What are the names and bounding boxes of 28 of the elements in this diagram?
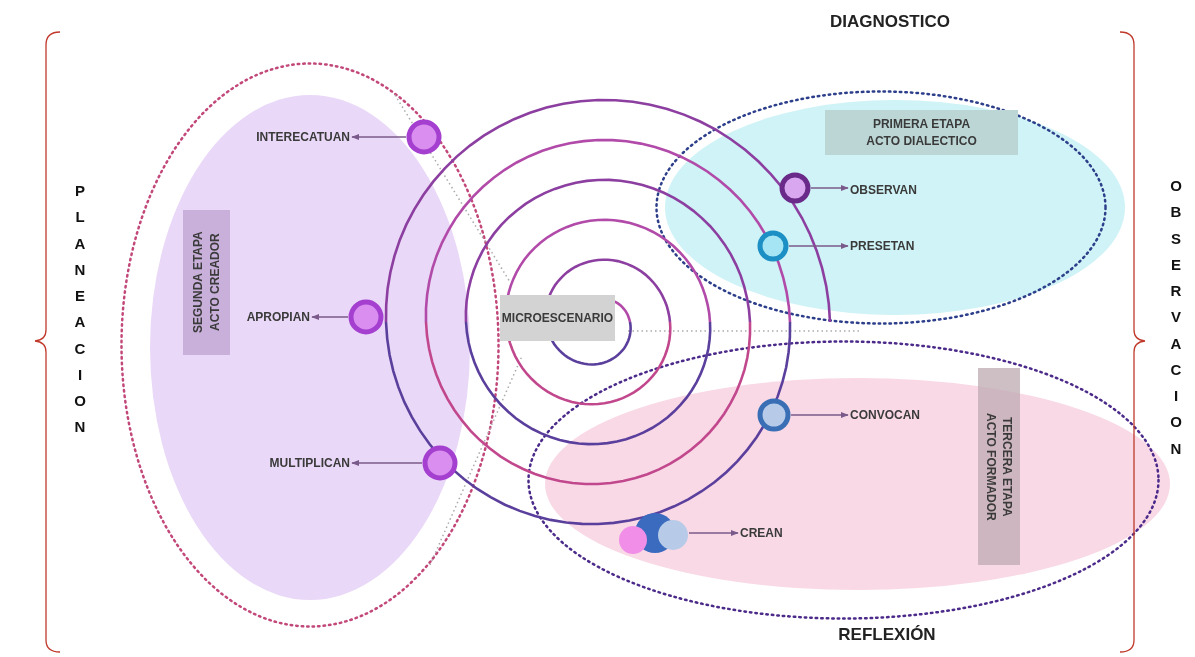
circle-marker: [757, 398, 791, 432]
action-label: MULTIPLICAN: [240, 453, 350, 473]
vertical-label: OBSERVACION: [1170, 176, 1182, 459]
arrow: [351, 459, 423, 467]
region-heading: REFLEXIÓN: [837, 625, 937, 645]
vertical-label: PLANEACION: [74, 181, 86, 438]
stage-tag: TERCERA ETAPA ACTO FORMADOR: [978, 368, 1020, 565]
action-label: OBSERVAN: [850, 180, 940, 200]
action-label: PRESETAN: [850, 236, 940, 256]
circle-marker: [348, 299, 384, 335]
action-label: INTERECATUAN: [240, 127, 350, 147]
arrow: [810, 184, 849, 192]
stage-tag: SEGUNDA ETAPA ACTO CREADOR: [183, 210, 230, 355]
action-label: CONVOCAN: [850, 405, 945, 425]
circle-marker: [757, 230, 789, 262]
circle-marker: [422, 445, 458, 481]
region-heading: DIAGNOSTICO: [829, 12, 951, 32]
arrow: [688, 529, 739, 537]
circle-marker: [779, 172, 811, 204]
action-label: CREAN: [740, 523, 800, 543]
arrow: [788, 242, 849, 250]
arrow: [351, 133, 407, 141]
stage-tag: PRIMERA ETAPA ACTO DIALECTICO: [825, 110, 1018, 155]
arrow: [790, 411, 849, 419]
stage-tag: MICROESCENARIO: [500, 295, 615, 341]
arrow: [311, 313, 349, 321]
circle-marker: [406, 119, 442, 155]
overlapping-circles-icon: [617, 511, 689, 555]
